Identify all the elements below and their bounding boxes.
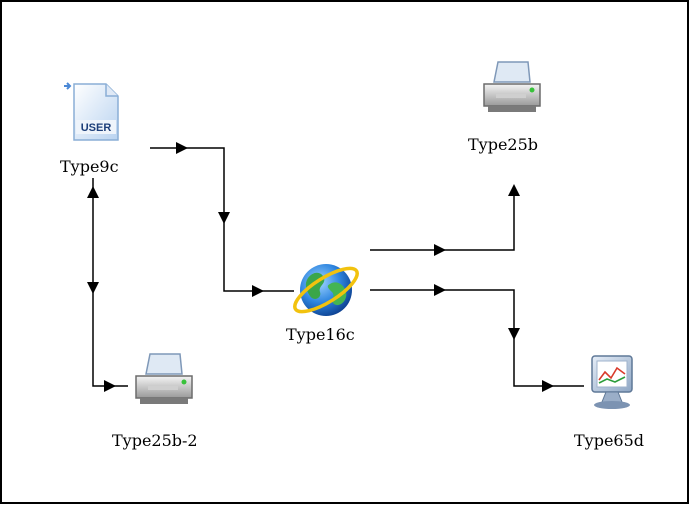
connection-type9c-to-type16c[interactable]	[150, 142, 294, 297]
connection-type16c-to-type25b[interactable]	[370, 184, 520, 256]
node-label: Type25b	[468, 135, 539, 154]
connection-type16c-to-type65d[interactable]	[370, 284, 584, 392]
monitor-chart-icon	[591, 355, 633, 409]
printer-icon	[483, 61, 541, 112]
node-label: Type16c	[286, 325, 355, 344]
user-file-icon: USER	[64, 82, 119, 141]
globe-icon	[293, 264, 359, 316]
node-label: Type9c	[60, 157, 119, 176]
printer-icon	[135, 353, 193, 404]
node-label: Type65d	[574, 431, 645, 450]
connection-type9c-to-type25b-2[interactable]	[87, 178, 128, 392]
user-file-icon-text: USER	[81, 122, 112, 134]
node-label: Type25b-2	[112, 431, 198, 450]
